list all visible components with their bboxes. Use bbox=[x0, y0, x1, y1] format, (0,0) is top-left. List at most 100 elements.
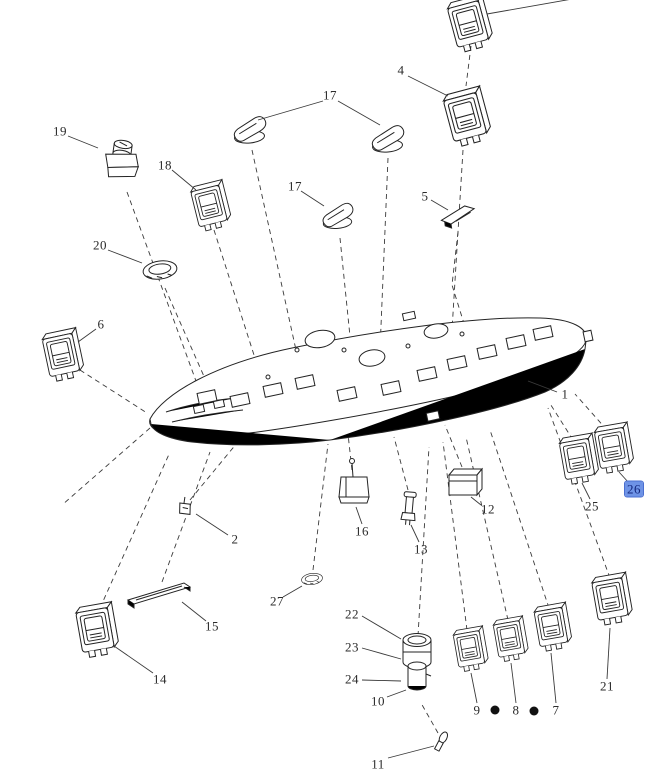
leader-line bbox=[489, 429, 550, 609]
list-bullet bbox=[490, 705, 500, 715]
part-14-rocker-switch bbox=[74, 600, 119, 658]
callout-line bbox=[407, 75, 449, 97]
callout-12[interactable]: 12 bbox=[481, 501, 495, 517]
leader-line bbox=[339, 237, 353, 357]
callout-line bbox=[107, 249, 143, 264]
part-17c-control-knob bbox=[322, 202, 354, 229]
callout-line bbox=[387, 745, 435, 759]
callout-line bbox=[510, 662, 517, 704]
callout-line bbox=[361, 647, 402, 660]
callout-line bbox=[470, 672, 478, 704]
leader-line bbox=[547, 407, 611, 579]
callout-10[interactable]: 10 bbox=[371, 693, 385, 709]
leader-line bbox=[161, 451, 211, 583]
callout-line bbox=[282, 585, 303, 598]
parts-layer bbox=[41, 0, 634, 752]
part-20-blanking-plug bbox=[142, 260, 178, 280]
callout-line bbox=[257, 100, 324, 121]
callout-23[interactable]: 23 bbox=[345, 639, 359, 655]
callout-21[interactable]: 21 bbox=[600, 678, 614, 694]
list-bullet bbox=[529, 706, 539, 716]
part-17a-control-knob bbox=[233, 116, 267, 144]
part-17b-control-knob bbox=[371, 125, 405, 153]
callout-line bbox=[181, 601, 207, 622]
callout-line bbox=[337, 100, 381, 126]
part-16-switch-body bbox=[338, 458, 370, 504]
callout-line bbox=[361, 679, 402, 682]
callout-line bbox=[195, 513, 229, 536]
callout-26[interactable]: 26 bbox=[624, 480, 644, 498]
callout-line bbox=[410, 524, 420, 543]
part-6-rocker-switch bbox=[41, 326, 84, 382]
callout-11[interactable]: 11 bbox=[371, 756, 385, 772]
leader-lines-layer bbox=[61, 45, 611, 734]
leader-line bbox=[417, 446, 430, 637]
part-8-rocker-switch bbox=[492, 614, 529, 662]
callout-13[interactable]: 13 bbox=[414, 541, 428, 557]
leader-line bbox=[444, 424, 463, 468]
callout-line bbox=[430, 199, 449, 211]
part-1-control-panel bbox=[149, 310, 594, 446]
part-26-rocker-switch bbox=[593, 420, 634, 474]
callout-line bbox=[113, 645, 154, 674]
callout-line bbox=[606, 627, 611, 680]
callout-1[interactable]: 1 bbox=[561, 386, 569, 402]
callout-5[interactable]: 5 bbox=[421, 188, 429, 204]
part-21-rocker-switch bbox=[590, 570, 633, 626]
leader-line bbox=[465, 436, 509, 621]
leader-line bbox=[548, 401, 574, 441]
callout-22[interactable]: 22 bbox=[345, 606, 359, 622]
callout-17[interactable]: 17 bbox=[288, 178, 302, 194]
callout-line bbox=[486, 0, 570, 15]
callout-line bbox=[355, 506, 363, 525]
part-12-connector-housing bbox=[447, 467, 484, 497]
callout-line bbox=[618, 471, 630, 484]
callout-18[interactable]: 18 bbox=[158, 157, 172, 173]
leader-line bbox=[451, 149, 464, 331]
callout-4[interactable]: 4 bbox=[397, 62, 405, 78]
callout-20[interactable]: 20 bbox=[93, 237, 107, 253]
callout-line bbox=[300, 190, 325, 207]
leader-line bbox=[451, 231, 467, 331]
callout-line bbox=[361, 615, 402, 640]
leader-line bbox=[347, 433, 353, 471]
leader-line bbox=[393, 436, 409, 491]
callout-25[interactable]: 25 bbox=[585, 498, 599, 514]
callout-9[interactable]: 9 bbox=[473, 702, 481, 718]
part-7-rocker-switch bbox=[533, 601, 572, 652]
callout-24[interactable]: 24 bbox=[345, 671, 359, 687]
bullet-markers-layer bbox=[490, 705, 539, 716]
part-4-rocker-switch bbox=[442, 84, 491, 147]
callout-line bbox=[581, 482, 591, 500]
part-19-switch-assembly bbox=[105, 139, 139, 178]
part-25-rocker-switch bbox=[558, 431, 599, 485]
callout-17[interactable]: 17 bbox=[323, 87, 337, 103]
part-13-push-button bbox=[400, 491, 417, 526]
part-11-bulb bbox=[433, 731, 449, 752]
leader-line bbox=[442, 441, 468, 631]
leader-line bbox=[164, 287, 211, 391]
leader-line bbox=[189, 442, 238, 501]
callout-line bbox=[171, 169, 197, 191]
callout-6[interactable]: 6 bbox=[97, 316, 105, 332]
callout-19[interactable]: 19 bbox=[53, 123, 67, 139]
callout-line bbox=[550, 652, 557, 704]
callout-27[interactable]: 27 bbox=[270, 593, 284, 609]
callout-line bbox=[67, 135, 99, 149]
callout-line bbox=[77, 328, 97, 343]
leader-line bbox=[61, 427, 151, 506]
callout-line bbox=[527, 380, 558, 393]
callout-2[interactable]: 2 bbox=[231, 531, 239, 547]
part-9-rocker-switch bbox=[452, 624, 489, 672]
part-15-mounting-bracket bbox=[126, 582, 192, 609]
leader-line bbox=[79, 369, 148, 414]
part-2-retainer-clip bbox=[179, 496, 191, 515]
callout-15[interactable]: 15 bbox=[205, 618, 219, 634]
callout-8[interactable]: 8 bbox=[512, 702, 520, 718]
callout-7[interactable]: 7 bbox=[552, 702, 560, 718]
callout-16[interactable]: 16 bbox=[355, 523, 369, 539]
leader-line bbox=[465, 45, 472, 87]
callout-14[interactable]: 14 bbox=[153, 671, 167, 687]
